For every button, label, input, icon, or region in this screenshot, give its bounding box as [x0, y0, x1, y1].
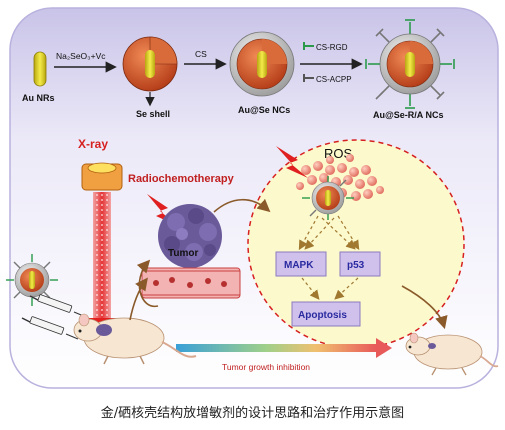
label-cs-acpp: CS-ACPP	[316, 75, 352, 84]
arrow-vessel-to-tumor	[136, 259, 159, 307]
label-tumor-growth-inhibition: Tumor growth inhibition	[222, 362, 310, 372]
label-tumor: Tumor	[168, 248, 198, 259]
label-radiochemotherapy: Radiochemotherapy	[128, 173, 235, 185]
label-p53: p53	[347, 260, 365, 271]
au-nanorod-icon	[33, 51, 47, 87]
rgd-ligand-icon	[303, 42, 314, 50]
label-se-shell: Se shell	[136, 109, 170, 119]
p53-box: p53	[339, 251, 381, 277]
lightning-icon-ros	[276, 146, 308, 178]
label-xray: X-ray	[78, 137, 108, 151]
xray-source-icon	[81, 162, 123, 191]
label-au-se-ncs: Au@Se NCs	[238, 105, 290, 115]
label-reagent: Na₂SeO₃+Vc	[56, 51, 106, 61]
free-nanoparticle-icon	[6, 254, 58, 306]
syringe-icon-2	[21, 316, 79, 340]
arrow-to-outcome	[401, 285, 448, 330]
label-mapk: MAPK	[284, 260, 314, 271]
arrow-tumor-to-ros	[213, 198, 271, 213]
au-se-nc-particle-icon	[229, 31, 295, 97]
mouse-icon-outcome	[405, 332, 499, 376]
label-cs: CS	[195, 49, 207, 59]
xray-beam-dashes	[96, 194, 108, 318]
tumor-icon	[158, 204, 222, 268]
label-au-nrs: Au NRs	[22, 93, 55, 103]
label-cs-rgd: CS-RGD	[316, 43, 348, 52]
arrow-mouse-to-tumor	[129, 277, 148, 321]
blood-vessel-icon	[141, 267, 241, 299]
ros-particles	[296, 154, 384, 201]
pathway-arrows	[298, 215, 360, 300]
figure-caption: 金/硒核壳结构放增敏剂的设计思路和治疗作用示意图	[100, 406, 405, 421]
au-se-ra-nc-particle-icon	[365, 19, 455, 109]
tumor-growth-inhibition-arrow	[176, 338, 392, 358]
label-apoptosis: Apoptosis	[298, 310, 347, 321]
acpp-ligand-icon	[303, 74, 314, 82]
label-au-se-ra-ncs: Au@Se-R/A NCs	[373, 110, 443, 120]
lightning-icon-tumor	[147, 194, 178, 226]
apoptosis-box: Apoptosis	[291, 301, 361, 327]
nanoparticle-in-cell-icon	[302, 176, 354, 220]
mapk-box: MAPK	[275, 251, 327, 277]
mouse-icon-treated	[73, 313, 197, 365]
se-shell-particle-icon	[122, 36, 178, 92]
